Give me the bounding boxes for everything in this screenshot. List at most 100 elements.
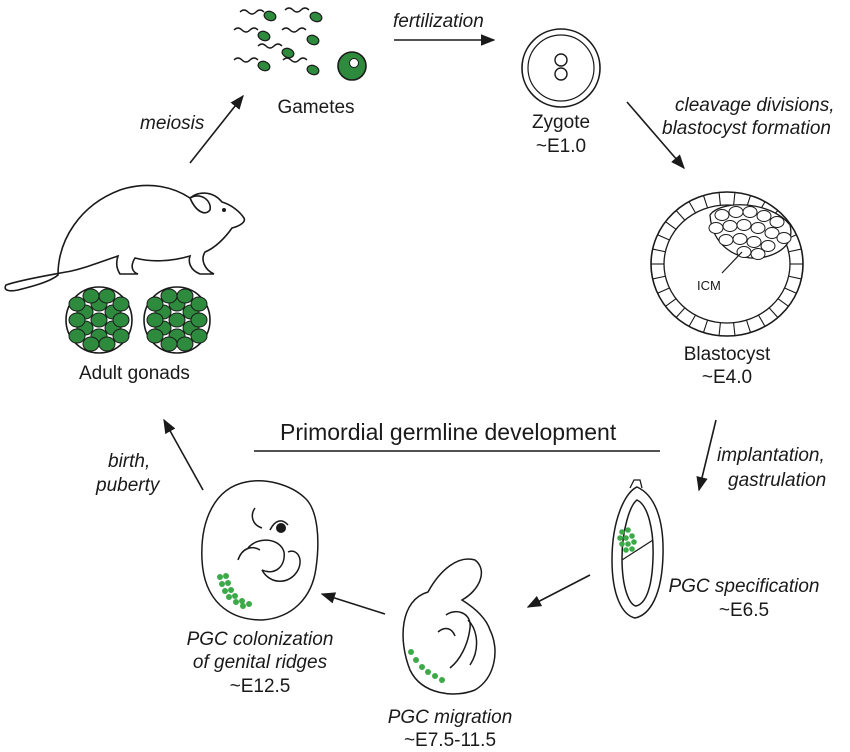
zygote-stage: ~E1.0 — [535, 136, 587, 157]
pgc-cell — [619, 529, 625, 535]
pgc-cell — [623, 535, 629, 541]
pgc-specification-label: PGC specification — [668, 576, 820, 597]
pgc-cell — [240, 603, 246, 609]
colonization-embryo — [201, 480, 319, 621]
pgc-cell — [246, 601, 252, 607]
icm-cell — [728, 206, 744, 218]
gonad-germ-cell — [190, 312, 208, 328]
trophectoderm-cell-border — [675, 307, 686, 318]
icm-cell — [756, 210, 772, 222]
sperm-cells — [233, 7, 323, 76]
icm-cell — [776, 232, 792, 244]
trophectoderm-cell-border — [788, 248, 802, 253]
pgc-cell — [219, 581, 225, 587]
adult-gonads-drawing — [65, 286, 211, 354]
trophectoderm-cell-border — [758, 314, 766, 327]
migration-embryo — [402, 558, 496, 695]
pgc-cell — [408, 649, 414, 655]
trophectoderm-cell-border — [702, 195, 709, 209]
trophectoderm-cell-border — [718, 322, 721, 336]
birth-label-line1: birth, — [108, 451, 151, 472]
icm-label: ICM — [697, 278, 721, 293]
trophectoderm-cell-border — [652, 248, 666, 253]
trophectoderm-cell-border — [784, 287, 797, 294]
diagram-title: Primordial germline development — [280, 419, 617, 445]
gonad-germ-cell — [176, 336, 194, 352]
icm-cell — [722, 220, 738, 232]
trophectoderm-cell-border — [675, 210, 686, 221]
icm-cell — [732, 233, 748, 245]
arrow-implantation — [696, 419, 717, 492]
egg-cylinder-embryo — [611, 479, 664, 619]
pgc-cells-specification — [617, 527, 637, 553]
pgc-cell — [233, 599, 239, 605]
trophectoderm-cell-border — [688, 201, 696, 214]
trophectoderm-cell-border — [688, 314, 696, 327]
pgc-cell — [226, 594, 232, 600]
gonad-germ-cell — [112, 296, 130, 312]
pgc-specification-stage: ~E6.5 — [718, 600, 770, 621]
gonad-germ-cell — [98, 336, 116, 352]
icm-cell — [708, 222, 724, 234]
arrow-to-migration — [526, 574, 591, 608]
blastocyst-label: Blastocyst — [683, 344, 771, 365]
icm-cell — [736, 219, 752, 231]
gonad-germ-cell — [112, 328, 130, 344]
pgc-cell — [225, 580, 231, 586]
trophectoderm-cell-border — [733, 322, 736, 336]
gonad-germ-cell — [168, 312, 186, 328]
trophectoderm-cell-border — [702, 319, 709, 333]
pgc-cell — [619, 541, 625, 547]
pgc-cell — [631, 539, 637, 545]
arrow-birth — [163, 418, 204, 491]
pgc-cell — [419, 664, 425, 670]
icm-cell — [760, 240, 776, 252]
trophectoderm-cell-border — [733, 192, 736, 206]
arrow-meiosis — [189, 94, 244, 164]
gonad-germ-cell — [90, 312, 108, 328]
gonad-germ-cell — [190, 296, 208, 312]
birth-label-line2: puberty — [96, 475, 160, 496]
pgc-cell — [228, 587, 234, 593]
icm-cell — [746, 236, 762, 248]
pgc-cells-migration — [408, 649, 445, 683]
pgc-colonization-label-line2: of genital ridges — [192, 652, 328, 673]
trophectoderm-cell-border — [777, 298, 789, 307]
egg-cell — [337, 51, 367, 81]
pgc-cell — [625, 541, 631, 547]
pgc-cell — [629, 546, 635, 552]
zygote-drawing — [521, 28, 601, 108]
gonad-germ-cell — [82, 288, 100, 304]
adult-gonads-label: Adult gonads — [79, 363, 190, 384]
pgc-cell — [239, 598, 245, 604]
pgc-cell — [617, 535, 623, 541]
pgc-cell — [413, 657, 419, 663]
icm-cell — [742, 206, 758, 218]
trophectoderm-cell-border — [657, 287, 670, 294]
trophectoderm-cell-border — [652, 275, 666, 280]
gonad-germ-cell — [98, 288, 116, 304]
gonad-germ-cell — [68, 328, 86, 344]
pgc-cell — [625, 527, 631, 533]
trophectoderm-cell-border — [788, 275, 802, 280]
gonad-germ-cell — [190, 328, 208, 344]
pgc-cell — [222, 588, 228, 594]
arrow-to-colonization — [320, 592, 386, 615]
gonad-germ-cell — [146, 328, 164, 344]
gonad-germ-cell — [82, 336, 100, 352]
pgc-cell — [217, 574, 223, 580]
implantation-label-line1: implantation, — [717, 445, 825, 466]
pgc-cell — [623, 547, 629, 553]
trophectoderm-cell-border — [665, 221, 677, 230]
pgc-cell — [232, 593, 238, 599]
trophectoderm-cell-border — [768, 307, 779, 318]
trophectoderm-cell-border — [745, 319, 752, 333]
icm-cell — [769, 216, 785, 228]
pgc-migration-stage: ~E7.5-11.5 — [403, 730, 497, 751]
pgc-cell — [432, 673, 438, 679]
cleavage-label-line2: blastocyst formation — [662, 118, 831, 139]
icm-cell — [718, 234, 734, 246]
mouse-drawing — [4, 184, 246, 292]
